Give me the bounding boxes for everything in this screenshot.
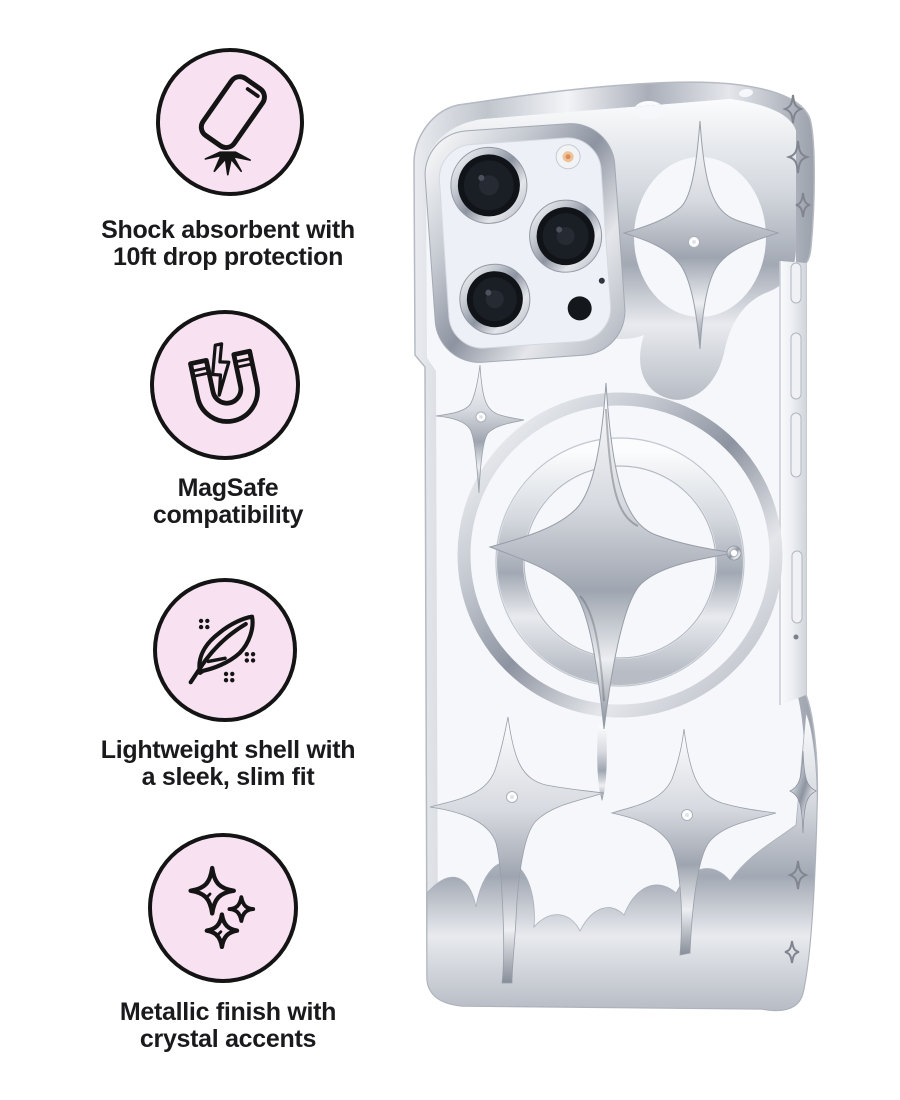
volume-up-button <box>790 332 802 400</box>
feature-caption: Metallic finish with crystal accents <box>0 999 456 1053</box>
engraved-stars <box>782 94 811 964</box>
feature-caption: Lightweight shell with a sleek, slim fit <box>0 737 456 791</box>
crystal-accent <box>475 411 487 423</box>
camera-lens-center <box>529 199 603 273</box>
feature-caption: Shock absorbent with 10ft drop protectio… <box>0 217 456 271</box>
camera-lens-top-left <box>450 146 528 224</box>
camera-module <box>424 123 626 363</box>
camera-flash <box>555 144 581 170</box>
feature-caption-line: 10ft drop protection <box>112 243 344 271</box>
crystal-accent <box>506 791 518 803</box>
feature-list: Shock absorbent with 10ft drop protectio… <box>0 48 456 1053</box>
rail-mic-hole <box>793 634 799 640</box>
feather-icon <box>188 614 256 685</box>
top-right-star <box>622 120 780 350</box>
feature-caption-line: crystal accents <box>139 1025 317 1053</box>
feature-caption-line: Metallic finish with <box>119 998 337 1026</box>
crystal-accent <box>688 236 700 248</box>
left-slim-star <box>435 364 525 494</box>
bottom-left-star <box>429 716 605 984</box>
bumper-star-relief <box>789 750 817 834</box>
magsafe-ring <box>495 437 745 687</box>
feature-badge-metallic <box>148 833 298 983</box>
crystal-accent <box>681 809 693 821</box>
camera-lens-bottom-left <box>459 263 531 335</box>
power-button <box>791 550 803 624</box>
camera-lidar <box>567 296 592 321</box>
bottom-right-star <box>610 728 777 956</box>
feature-badge-lightweight <box>153 578 297 722</box>
feature-caption-line: MagSafe <box>177 474 279 502</box>
feature-caption: MagSafe compatibility <box>0 475 456 529</box>
camera-mic <box>598 277 605 284</box>
center-star <box>488 382 742 801</box>
product-photo <box>400 65 870 1045</box>
phone-case-illustration <box>413 81 819 1012</box>
feature-caption-line: Shock absorbent with <box>101 216 355 244</box>
orbit-ring <box>457 392 783 718</box>
feature-badge-magsafe <box>150 310 300 460</box>
top-edge-cutout <box>739 88 753 98</box>
volume-down-button <box>790 412 802 478</box>
action-button <box>790 262 802 304</box>
side-rail <box>780 261 806 705</box>
feature-badge-shock <box>156 48 304 196</box>
sparkle-dots <box>198 618 256 683</box>
magnet-icon <box>188 342 260 424</box>
feature-caption-line: Lightweight shell with <box>100 736 356 764</box>
crystal-accent <box>730 549 738 557</box>
phone-drop-icon <box>198 74 267 176</box>
feature-caption-line: compatibility <box>152 501 304 529</box>
feature-caption-line: a sleek, slim fit <box>141 763 315 791</box>
side-buttons <box>790 262 803 624</box>
sparkles-icon <box>188 865 256 950</box>
